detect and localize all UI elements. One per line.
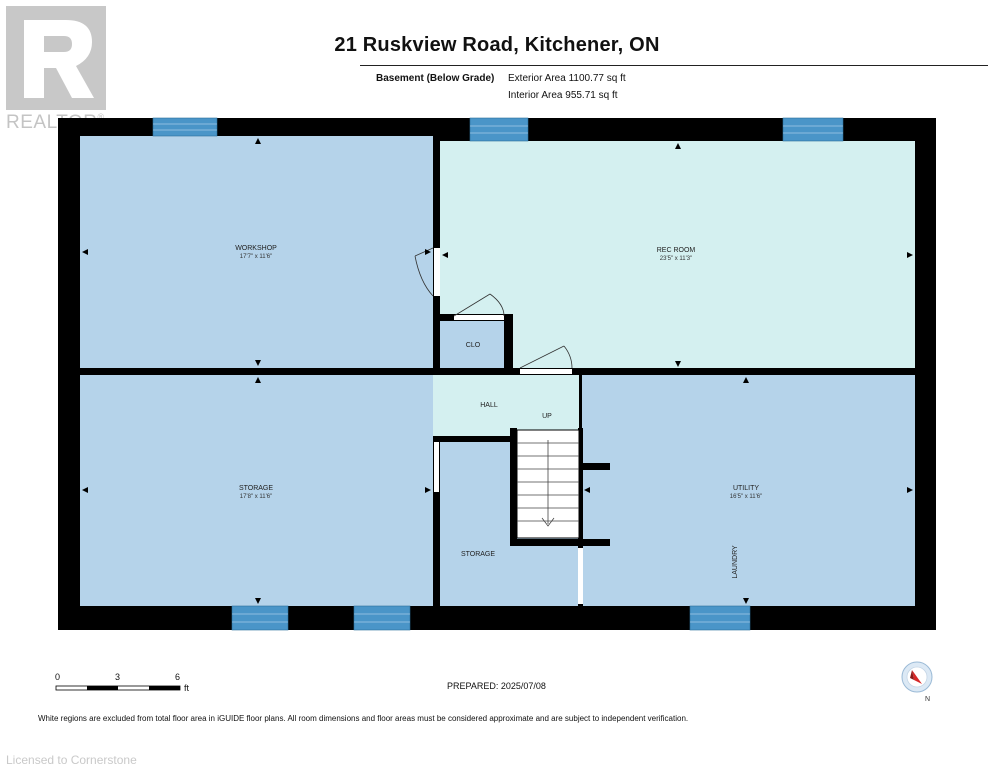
interior-wall	[510, 539, 610, 546]
realtor-logo	[6, 6, 106, 110]
area-summary: Exterior Area 1100.77 sq ft Interior Are…	[508, 70, 626, 104]
window	[353, 605, 411, 631]
disclaimer: White regions are excluded from total fl…	[38, 714, 689, 723]
interior-wall	[578, 428, 583, 608]
closet-room	[440, 321, 504, 369]
window	[782, 117, 844, 142]
scale-unit: ft	[184, 683, 190, 693]
interior-wall	[433, 442, 440, 608]
door-opening	[434, 248, 440, 296]
interior-area: Interior Area 955.71 sq ft	[508, 90, 618, 101]
scale-tick-0: 0	[55, 672, 61, 682]
window-lines	[153, 123, 843, 623]
compass-icon	[901, 661, 933, 693]
door-opening	[434, 442, 439, 492]
room-dims-rec-room: 23'5" x 11'3"	[660, 256, 692, 262]
scale-tick-6: 6	[175, 672, 181, 682]
stairs-up-label: UP	[542, 413, 552, 420]
room-label-rec-room: REC ROOM	[657, 247, 696, 254]
interior-wall	[578, 463, 610, 470]
room-label-storage-small: STORAGE	[461, 551, 495, 558]
licensed-watermark: Licensed to Cornerstone	[6, 753, 137, 767]
room-dims-workshop: 17'7" x 11'6"	[240, 254, 272, 260]
storage-room	[80, 375, 433, 606]
stairs	[516, 429, 580, 539]
interior-wall	[433, 436, 515, 442]
interior-wall	[510, 428, 517, 546]
door-opening	[454, 315, 504, 320]
scale-bar	[55, 685, 181, 691]
page-title: 21 Ruskview Road, Kitchener, ON	[334, 34, 660, 56]
window	[689, 605, 751, 631]
interior-wall	[80, 368, 915, 375]
window	[469, 117, 529, 142]
room-label-storage: STORAGE	[239, 485, 273, 492]
window	[231, 605, 289, 631]
compass-north-label: N	[925, 696, 930, 703]
room-label-laundry: LAUNDRY	[732, 545, 739, 579]
room-dims-storage: 17'8" x 11'6"	[240, 494, 272, 500]
interior-wall	[504, 314, 513, 372]
hall-room	[433, 374, 579, 436]
door-opening	[520, 369, 572, 374]
exterior-area: Exterior Area 1100.77 sq ft	[508, 73, 626, 84]
prepared-date: PREPARED: 2025/07/08	[447, 681, 546, 691]
room-label-utility: UTILITY	[733, 485, 759, 492]
workshop-room	[80, 136, 433, 368]
scale-tick-3: 3	[115, 672, 121, 682]
rec-room	[440, 141, 915, 369]
door-swing	[414, 247, 573, 369]
title-divider	[360, 65, 988, 66]
room-dims-utility: 16'5" x 11'6"	[730, 494, 762, 500]
interior-wall	[433, 136, 440, 316]
room-label-workshop: WORKSHOP	[235, 245, 277, 252]
utility-room	[582, 375, 915, 606]
room-label-clo: CLO	[466, 342, 481, 349]
door-opening	[578, 548, 583, 604]
level-label: Basement (Below Grade)	[376, 73, 495, 84]
window	[152, 117, 218, 137]
room-label-hall: HALL	[480, 402, 498, 409]
windows	[152, 117, 844, 631]
dimension-arrows	[82, 138, 913, 604]
